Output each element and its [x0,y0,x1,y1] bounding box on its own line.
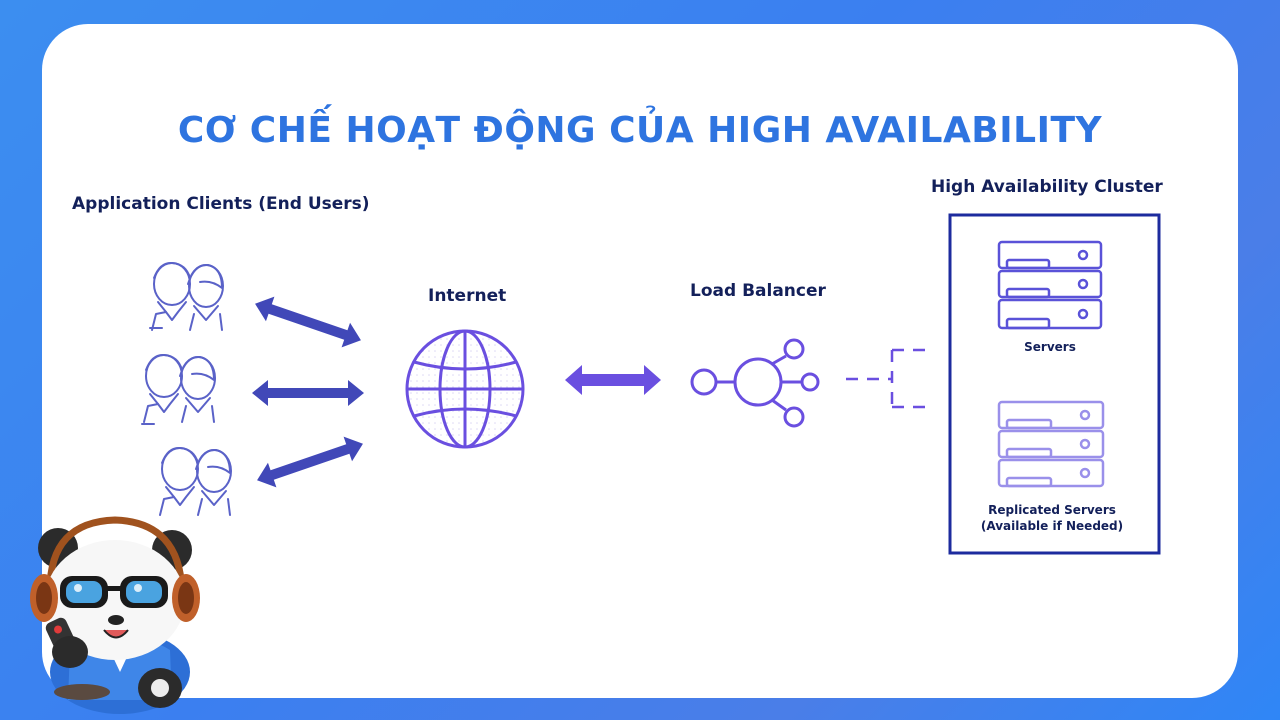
client-arrows [252,296,364,488]
server-rack-icon [997,240,1103,330]
cluster-label: High Availability Cluster [931,177,1163,197]
dashed-connector [846,348,928,409]
load-balancer-label: Load Balancer [690,281,827,301]
clients-label: Application Clients (End Users) [72,194,370,214]
user-pair-icon [141,261,232,516]
page-title: CƠ CHẾ HOẠT ĐỘNG CỦA HIGH AVAILABILITY [177,110,1103,151]
internet-arrow [565,365,661,395]
servers-label: Servers [1024,340,1076,354]
replicated-label-1: Replicated Servers [988,503,1116,517]
replicated-server-icon [997,400,1105,488]
internet-label: Internet [428,286,506,306]
globe-icon [405,329,525,449]
load-balancer-icon [690,338,820,428]
replicated-label-2: (Available if Needed) [981,519,1123,533]
